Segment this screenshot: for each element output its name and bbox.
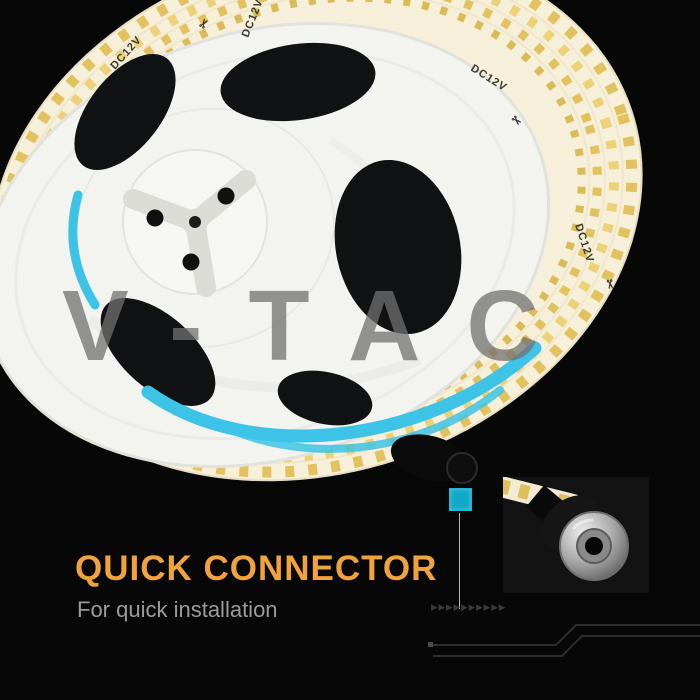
inset-connector-body [526,485,629,581]
reel-cutouts [74,42,462,426]
scissors-cut-icon: ✂ [602,278,618,291]
callout-leader-line [459,513,460,609]
circuit-decoration [428,624,700,657]
subheadline: For quick installation [77,597,278,622]
callout-marker [449,488,472,511]
chevron-arrows-icon: ▸▸▸▸▸▸▸▸▸▸ [431,599,507,614]
connector-inset-photo [503,477,649,593]
cyan-strip-arc [68,190,542,453]
strip-connector-plug [390,434,478,484]
brand-watermark: V-TAC [62,270,585,382]
headline: QUICK CONNECTOR [75,549,438,588]
reel-hub [122,149,268,297]
